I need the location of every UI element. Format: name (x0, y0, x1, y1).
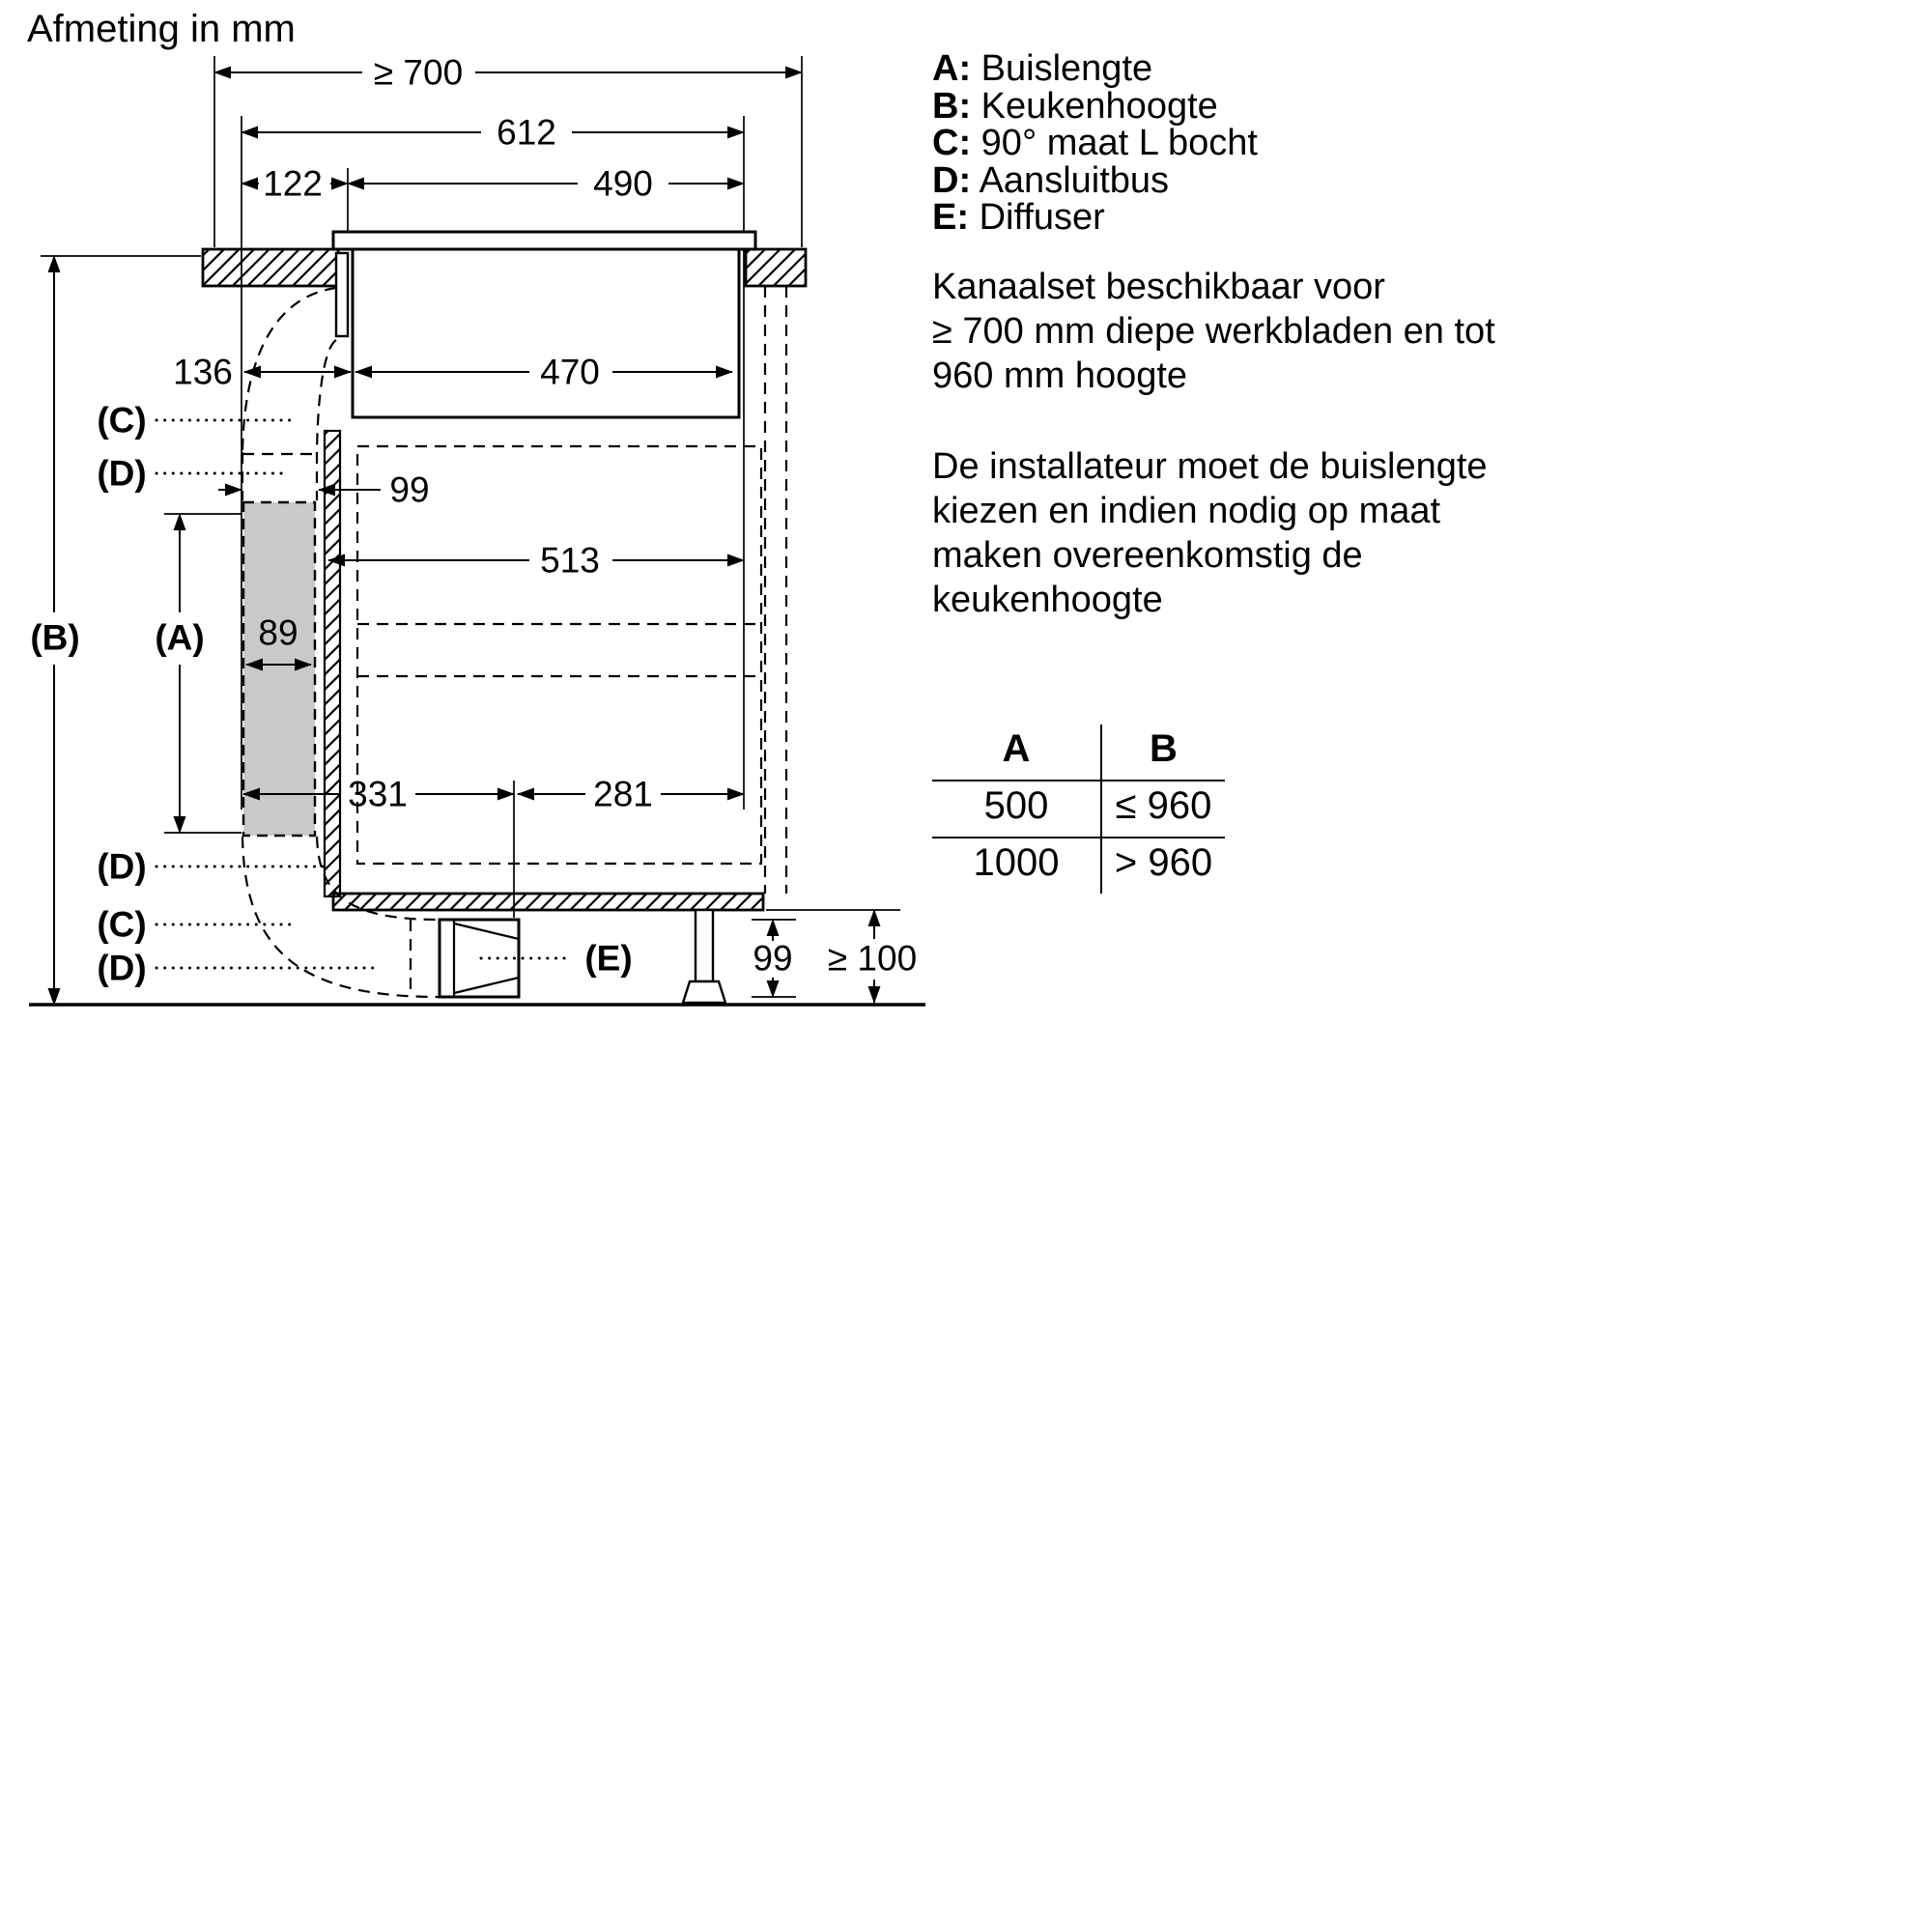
legend-key: C: (932, 123, 972, 163)
air-inlet (334, 251, 350, 338)
table-cell-a: 500 (932, 781, 1101, 838)
cabinet-leg (681, 908, 727, 1005)
dim-bottom-left: 331 (348, 775, 408, 814)
note-line: kiezen en indien nodig op maat (932, 491, 1441, 531)
note-line: De installateur moet de buislengte (932, 446, 1488, 487)
table-cell-a: 1000 (973, 841, 1060, 884)
dim-diffuser-height: 99 (753, 939, 792, 979)
legend-key: A: (932, 48, 972, 89)
legend-key: E: (932, 197, 969, 238)
label-c-bottom: (C) (97, 905, 146, 945)
dim-duct-depth: 99 (389, 470, 429, 510)
table-header-b: B (1100, 724, 1225, 781)
installation-diagram: ≥ 700 612 122 490 136 470 99 513 89 331 … (29, 53, 925, 1007)
dim-housing-width: 470 (540, 353, 600, 392)
table-header-row: A B (932, 724, 1225, 781)
legend-label: Diffuser (979, 197, 1105, 238)
duct-path-dashed (241, 286, 788, 999)
legend-item-d: D: Aansluitbus (932, 159, 1258, 201)
flat-duct (242, 500, 317, 838)
legend: A: Buislengte B: Keukenhoogte C: 90° maa… (932, 50, 1258, 237)
leader-lines (155, 418, 574, 970)
legend-item-e: E: Diffuser (932, 199, 1258, 237)
legend-key: B: (932, 85, 972, 127)
note-line: maken overeenkomstig de (932, 535, 1363, 576)
structure (29, 230, 925, 1007)
note-availability: Kanaalset beschikbaar voor ≥ 700 mm diep… (932, 265, 1495, 398)
note-installer: De installateur moet de buislengte kieze… (932, 444, 1488, 622)
table-cell-b: > 960 (1100, 838, 1225, 894)
table-cell-b: ≤ 960 (1100, 781, 1225, 838)
dim-bottom-right: 281 (593, 775, 653, 814)
legend-item-b: B: Keukenhoogte (932, 85, 1258, 127)
dim-floor-clearance: ≥ 100 (828, 939, 917, 979)
legend-item-c: C: 90° maat L bocht (932, 125, 1258, 162)
legend-label: Aansluitbus (979, 159, 1170, 201)
table-row: 1000 > 960 (932, 838, 1225, 894)
dimension-labels: ≥ 700 612 122 490 136 470 99 513 89 331 … (173, 53, 917, 979)
legend-label: Keukenhoogte (980, 85, 1218, 127)
dim-cutout-width: 490 (593, 164, 653, 204)
legend-label: 90° maat L bocht (980, 123, 1258, 163)
note-line: Kanaalset beschikbaar voor (932, 267, 1385, 307)
dim-hob-width: 612 (497, 113, 556, 153)
table-row: 500 ≤ 960 (932, 781, 1225, 838)
legend-label: Buislengte (980, 48, 1153, 89)
extension-lines (41, 56, 900, 998)
label-d-mid: (D) (97, 847, 146, 887)
worktop-left (201, 247, 340, 288)
cabinet-side-panel (323, 429, 342, 898)
ab-table: A B 500 ≤ 960 1000 > 960 (932, 724, 1225, 894)
dim-cabinet-width: 513 (540, 541, 600, 581)
worktop-right (744, 247, 808, 288)
label-a: (A) (155, 618, 204, 658)
page-title: Afmeting in mm (27, 8, 296, 50)
dim-duct-offset: 136 (173, 353, 233, 392)
label-d-bottom: (D) (97, 949, 146, 988)
label-d-top: (D) (97, 454, 146, 494)
part-labels: (B) (A) (C) (D) (D) (C) (D) (E) (30, 401, 632, 988)
dim-duct-width: 89 (258, 613, 298, 653)
dim-offset-left: 122 (263, 164, 323, 204)
dim-top-width: ≥ 700 (374, 53, 463, 93)
table-header-a: A (932, 724, 1101, 781)
legend-item-a: A: Buislengte (932, 50, 1258, 88)
label-e: (E) (584, 939, 632, 979)
dimension-lines (47, 66, 881, 1006)
note-line: keukenhoogte (932, 580, 1163, 620)
hob-top-plate (331, 230, 757, 251)
note-line: ≥ 700 mm diepe werkbladen en tot (932, 311, 1495, 352)
hob-housing (351, 247, 741, 419)
cabinet-bottom (331, 892, 765, 912)
note-line: 960 mm hoogte (932, 355, 1188, 396)
label-c-top: (C) (97, 401, 146, 440)
legend-key: D: (932, 159, 972, 201)
label-b: (B) (30, 618, 79, 658)
